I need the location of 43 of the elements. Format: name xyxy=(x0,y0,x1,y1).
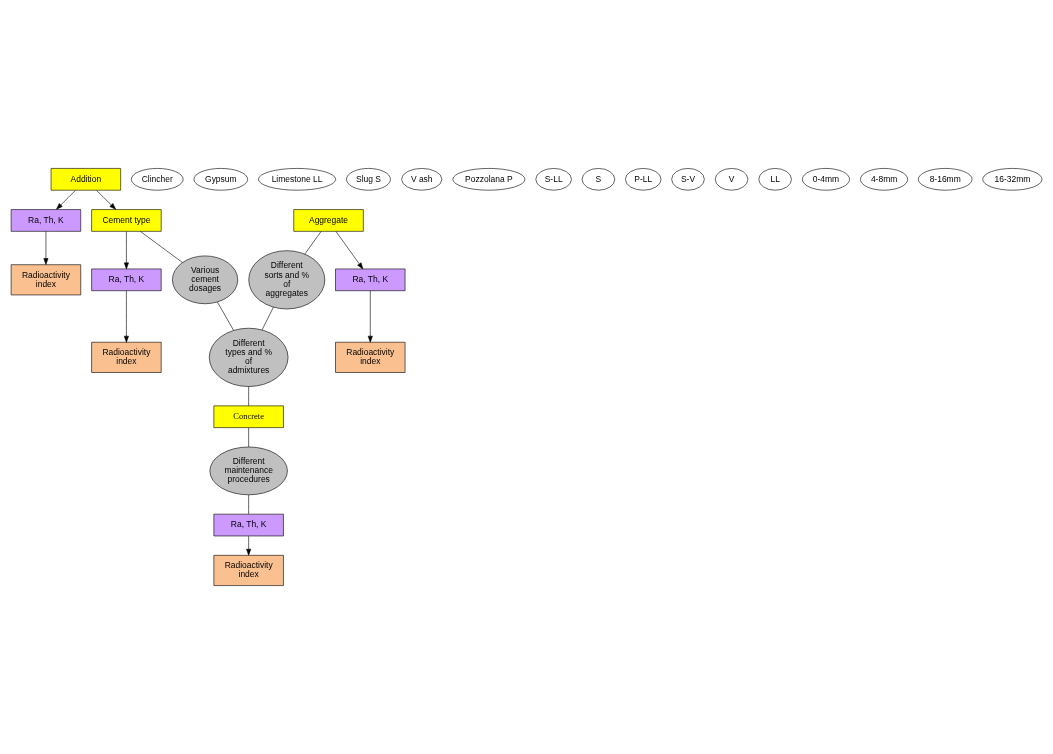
node-box: Addition xyxy=(50,168,121,191)
node-ellipse: Clincher xyxy=(131,168,184,191)
arrow xyxy=(124,290,129,343)
node-ellipse: P-LL xyxy=(625,168,662,191)
node-box: Ra, Th, K xyxy=(213,513,284,537)
arrow xyxy=(56,190,76,210)
node-box: Ra, Th, K xyxy=(10,209,82,232)
node-ellipse: 8-16mm xyxy=(918,168,973,191)
arrow xyxy=(124,231,129,270)
arrow xyxy=(246,535,252,556)
node-ellipse: Different sorts and % of aggregates xyxy=(248,250,326,310)
node-ellipse: S-V xyxy=(671,168,705,191)
node-box: Ra, Th, K xyxy=(91,268,162,291)
connector xyxy=(248,386,249,407)
node-ellipse: Various cement dosages xyxy=(172,255,239,305)
node-box: Radioactivity index xyxy=(335,341,406,373)
node-ellipse: LL xyxy=(758,168,792,191)
node-ellipse: Limestone LL xyxy=(258,168,337,191)
node-ellipse: 0-4mm xyxy=(802,168,850,191)
node-ellipse: V ash xyxy=(401,168,443,191)
node-ellipse: Gypsum xyxy=(193,168,248,191)
node-ellipse: 16-32mm xyxy=(982,168,1043,191)
node-box: Ra, Th, K xyxy=(335,268,406,291)
connector xyxy=(217,301,234,331)
connector xyxy=(140,231,183,263)
arrow xyxy=(335,231,364,270)
arrow xyxy=(367,290,373,343)
node-ellipse: Pozzolana P xyxy=(452,168,526,191)
node-ellipse: 4-8mm xyxy=(860,168,908,191)
node-ellipse: S-LL xyxy=(535,168,572,191)
node-box: Radioactivity index xyxy=(10,264,82,296)
arrow xyxy=(43,231,49,265)
arrow xyxy=(96,190,116,210)
node-box: Radioactivity index xyxy=(91,341,162,373)
node-ellipse: Different maintenance procedures xyxy=(209,446,288,496)
node-ellipse: Different types and % of admixtures xyxy=(208,327,289,387)
node-box: Cement type xyxy=(91,209,162,232)
node-ellipse: V xyxy=(714,168,749,191)
node-box: Concrete xyxy=(213,405,284,428)
node-box: Aggregate xyxy=(293,209,364,232)
node-ellipse: Slug S xyxy=(346,168,391,191)
node-ellipse: S xyxy=(581,168,616,191)
node-box: Radioactivity index xyxy=(213,555,284,586)
